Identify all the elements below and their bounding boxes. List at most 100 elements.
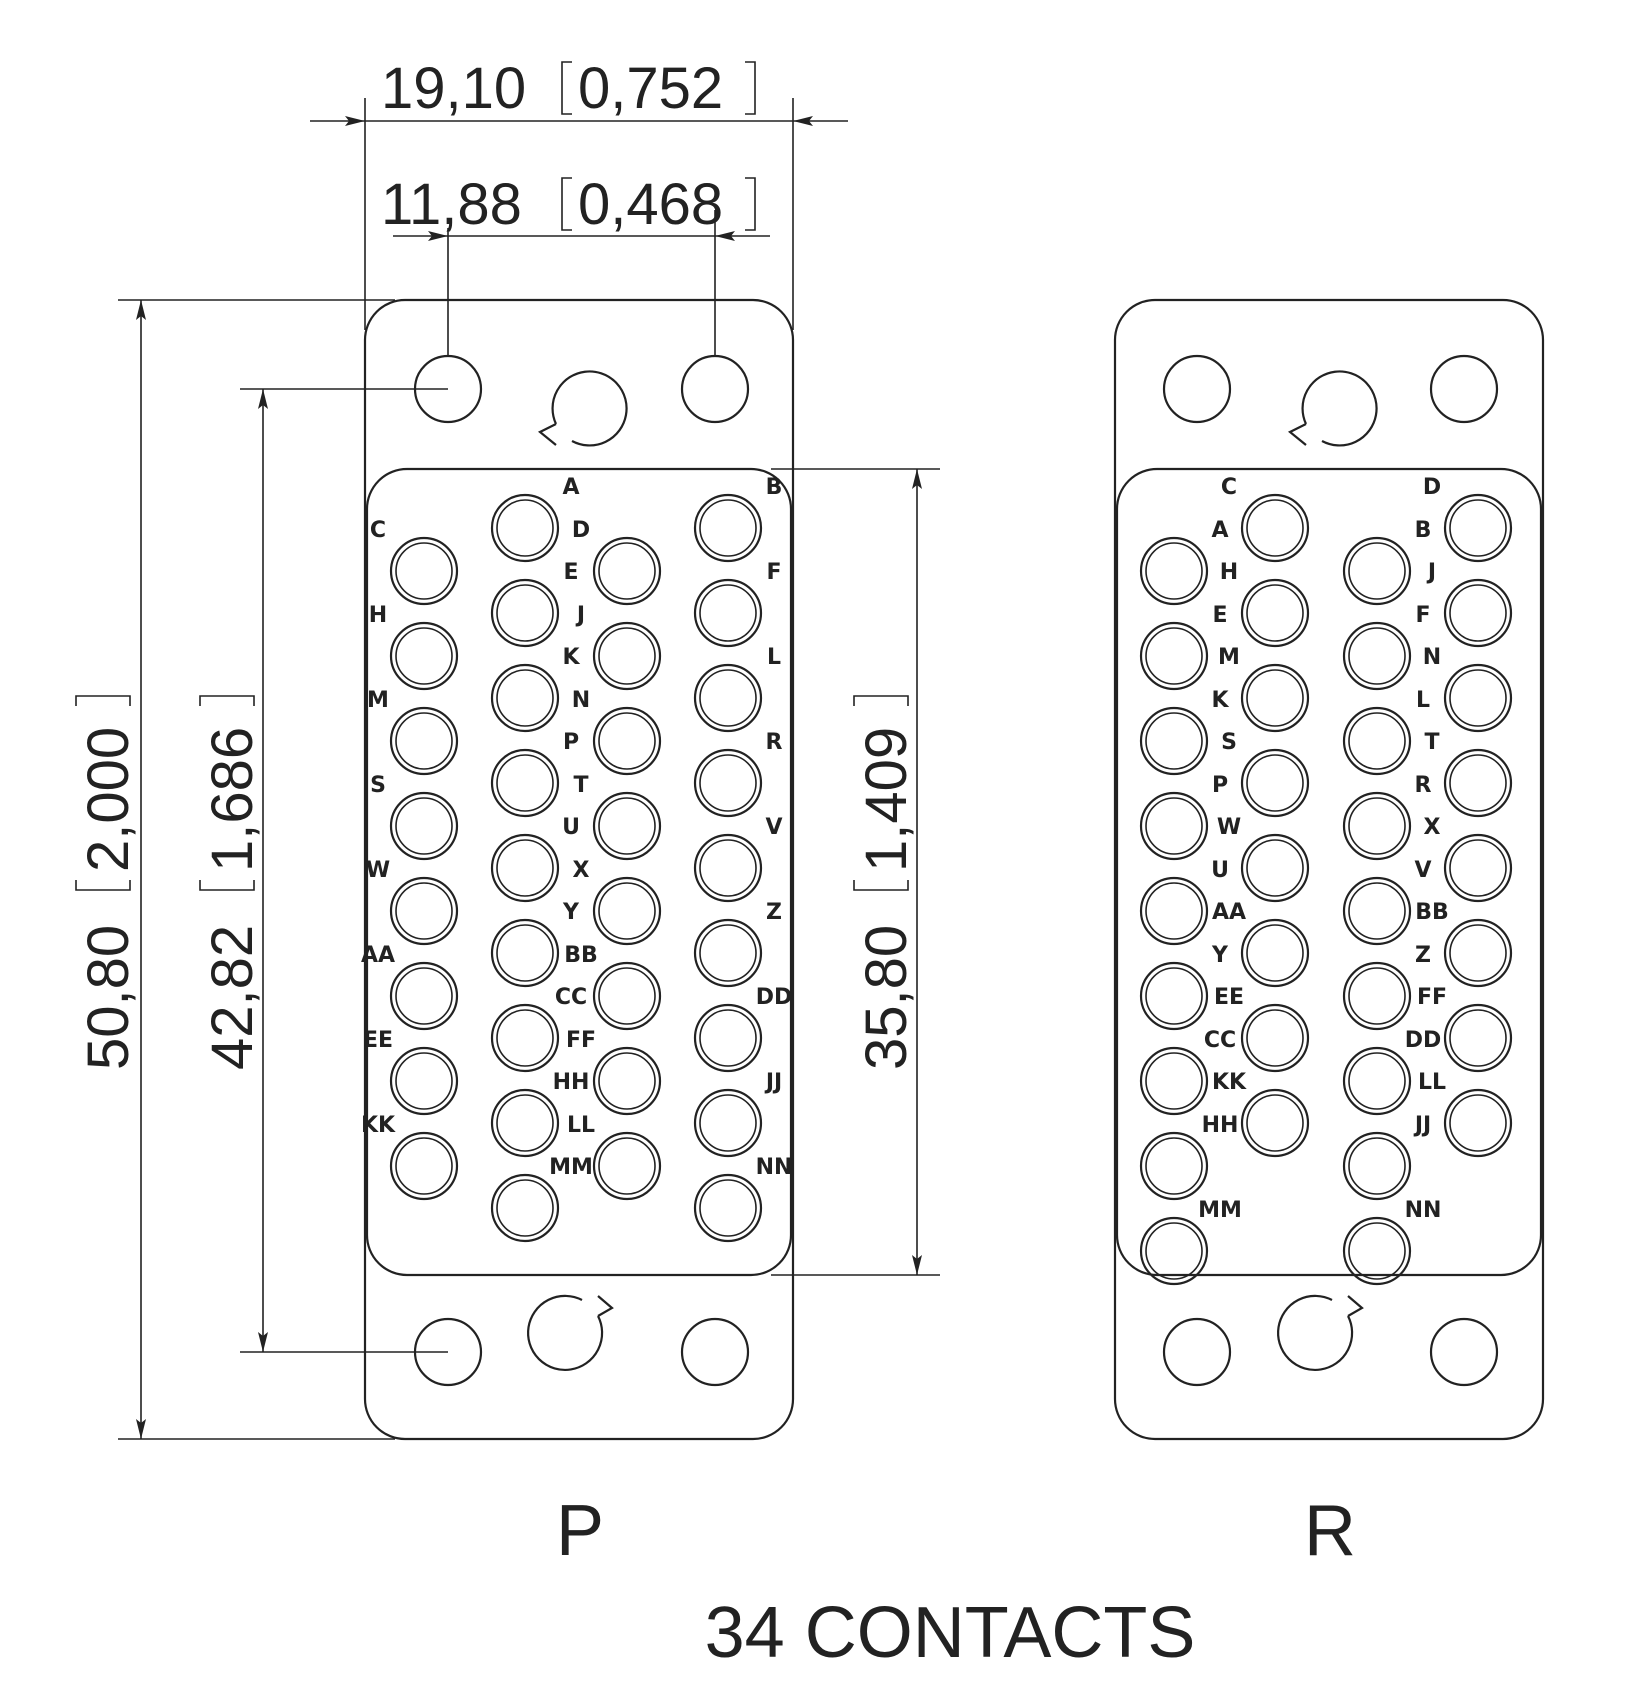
contact-label: KK	[361, 1113, 396, 1138]
contact-d	[1443, 493, 1513, 563]
mounting-hole	[1429, 354, 1499, 424]
contact-j	[592, 621, 662, 691]
contact-hh	[490, 1088, 560, 1158]
dim-height-overall-in: 2,000	[76, 727, 141, 872]
flange-outline-p	[363, 298, 795, 1441]
contact-inner-ring	[1348, 1052, 1406, 1110]
contact-inner-ring	[395, 797, 453, 855]
contact-label: KK	[1212, 1070, 1247, 1095]
mounting-hole	[1162, 1317, 1232, 1387]
contact-label: JJ	[1413, 1113, 1431, 1138]
contact-label: LL	[567, 1113, 595, 1138]
dim-height-insert-in: 1,409	[854, 727, 919, 872]
contact-inner-ring	[395, 1137, 453, 1195]
contact-label: B	[1415, 518, 1432, 543]
contact-label: K	[1211, 688, 1229, 713]
contact-ll	[592, 1131, 662, 1201]
contact-label: Y	[562, 900, 580, 925]
contact-label: L	[1416, 688, 1430, 713]
contact-inner-ring	[395, 712, 453, 770]
keyed-hole-bottom	[527, 1294, 614, 1371]
contact-label: NN	[1405, 1198, 1442, 1223]
contact-inner-ring	[1449, 584, 1507, 642]
contact-label: DD	[1405, 1028, 1442, 1053]
contact-inner-ring	[496, 924, 554, 982]
contact-inner-ring	[699, 924, 757, 982]
contact-inner-ring	[598, 1052, 656, 1110]
contact-y	[490, 918, 560, 988]
dim-width-holes-mm: 11,88	[381, 172, 522, 237]
contact-a	[1139, 536, 1209, 606]
contact-label: V	[1414, 858, 1431, 883]
contact-k	[490, 663, 560, 733]
contact-label: Z	[766, 900, 782, 925]
contact-label: P	[1212, 773, 1228, 798]
contact-nn	[693, 1173, 763, 1243]
contact-inner-ring	[598, 882, 656, 940]
contact-b	[1342, 536, 1412, 606]
contact-mm	[1139, 1216, 1209, 1286]
contact-inner-ring	[1449, 754, 1507, 812]
contact-ll	[1443, 1088, 1513, 1158]
contact-z	[693, 918, 763, 988]
contact-l	[1342, 706, 1412, 776]
contact-label: HH	[1202, 1113, 1239, 1138]
contact-inner-ring	[1449, 839, 1507, 897]
contact-inner-ring	[395, 542, 453, 600]
contact-inner-ring	[1246, 584, 1304, 642]
contact-label: H	[1220, 560, 1238, 585]
contact-inner-ring	[395, 882, 453, 940]
contact-label: Y	[1211, 943, 1229, 968]
contact-label: E	[1212, 603, 1227, 628]
contact-label: U	[1211, 858, 1229, 883]
contact-array-r: BADCFEJHLKNMRPTSVUXWZYBBAADDCCFFEEJJHHLL…	[1139, 475, 1513, 1286]
contact-label: BB	[1415, 900, 1449, 925]
contact-ff	[592, 1046, 662, 1116]
contact-inner-ring	[598, 797, 656, 855]
contact-label: X	[1424, 815, 1441, 840]
contact-v	[1342, 876, 1412, 946]
contact-z	[1342, 961, 1412, 1031]
contact-inner-ring	[1449, 499, 1507, 557]
contact-u	[1139, 876, 1209, 946]
contact-label: S	[1221, 730, 1237, 755]
contact-inner-ring	[496, 1094, 554, 1152]
contact-inner-ring	[1246, 754, 1304, 812]
dimension-height-holes: 42,82 1,686	[199, 388, 448, 1353]
keyed-hole-bottom	[1277, 1294, 1364, 1371]
contact-inner-ring	[1348, 797, 1406, 855]
contact-label: HH	[553, 1070, 590, 1095]
contact-inner-ring	[395, 967, 453, 1025]
dim-height-insert-mm: 35,80	[854, 925, 919, 1070]
view-label-r: R	[1304, 1491, 1356, 1571]
contact-label: MM	[1198, 1198, 1242, 1223]
contact-inner-ring	[395, 1052, 453, 1110]
contact-inner-ring	[699, 754, 757, 812]
contact-label: W	[366, 858, 390, 883]
contact-h	[389, 621, 459, 691]
contact-label: T	[1424, 730, 1439, 755]
contact-label: K	[562, 645, 580, 670]
contact-u	[490, 833, 560, 903]
contact-inner-ring	[699, 839, 757, 897]
contact-inner-ring	[1348, 542, 1406, 600]
contact-inner-ring	[496, 1009, 554, 1067]
contact-inner-ring	[1246, 499, 1304, 557]
contact-inner-ring	[1145, 1052, 1203, 1110]
contact-label: U	[562, 815, 580, 840]
mounting-hole	[680, 1317, 750, 1387]
contact-inner-ring	[1145, 882, 1203, 940]
contact-label: E	[563, 560, 578, 585]
contact-label: FF	[566, 1028, 596, 1053]
contact-dd	[693, 1003, 763, 1073]
contact-k	[1139, 706, 1209, 776]
contact-inner-ring	[699, 499, 757, 557]
insert-outline-r	[1115, 467, 1543, 1277]
caption: 34 CONTACTS	[705, 1593, 1196, 1673]
contact-inner-ring	[1145, 627, 1203, 685]
contact-inner-ring	[1145, 542, 1203, 600]
contact-c	[389, 536, 459, 606]
contact-d	[592, 536, 662, 606]
contact-label: C	[1221, 475, 1237, 500]
contact-l	[693, 663, 763, 733]
